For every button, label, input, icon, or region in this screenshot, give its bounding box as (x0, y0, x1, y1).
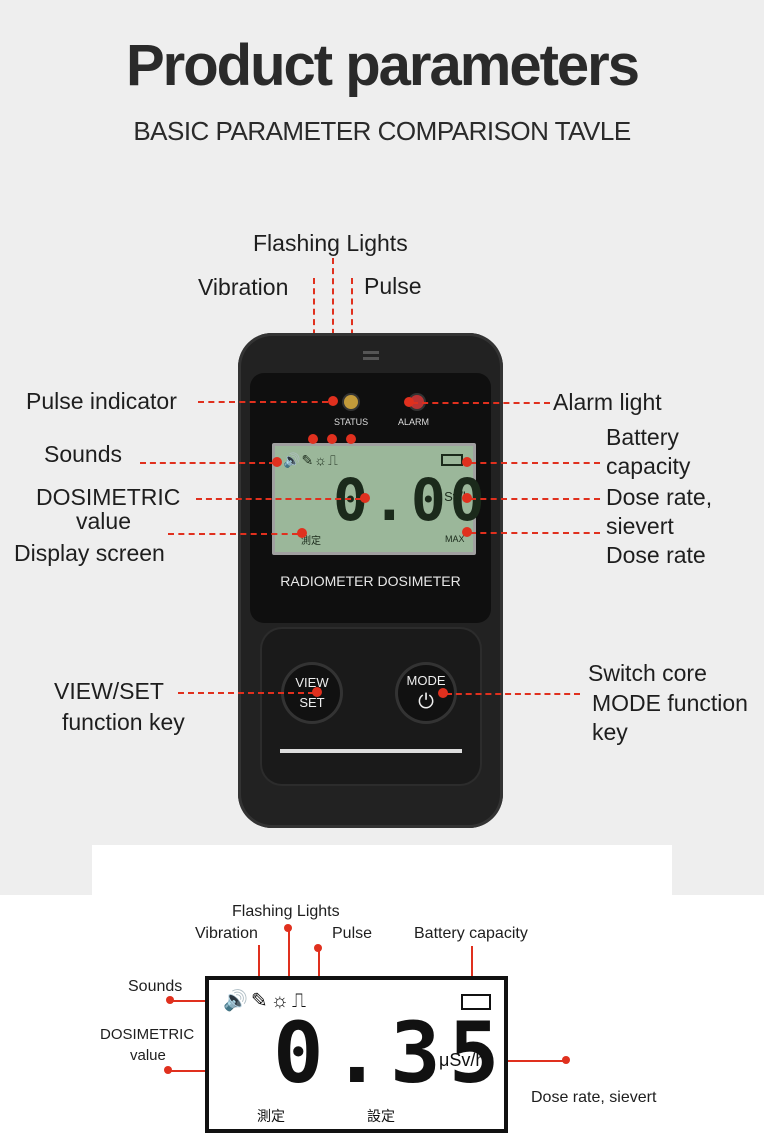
status-led (344, 395, 358, 409)
label-switch-3: key (592, 719, 628, 745)
vibration-icon: ✎ (301, 452, 315, 468)
label-display-screen: Display screen (14, 540, 165, 566)
line-dosimetric (196, 498, 361, 500)
dosimeter-device: STATUS ALARM 🔊✎☼⎍ 0.00 μ Sv/h 測定 MAX RAD… (238, 333, 503, 828)
label-switch-1: Switch core (588, 660, 707, 686)
dot-battery (462, 457, 472, 467)
label-dosimetric-2: value (76, 508, 131, 534)
dot-pulse (346, 434, 356, 444)
speaker-icon: 🔊 (283, 452, 302, 468)
label-alarm-light: Alarm light (553, 389, 662, 415)
white-panel (92, 845, 672, 905)
detail-line-battery (471, 946, 473, 986)
lcd-status-icons: 🔊✎☼⎍ (283, 452, 339, 469)
line-battery (470, 462, 600, 464)
label-dose-rate-sv-1: Dose rate, (606, 484, 713, 510)
label-flashing-lights: Flashing Lights (253, 230, 408, 256)
label-pulse-indicator: Pulse indicator (26, 388, 177, 414)
label-dosimetric-1: DOSIMETRIC (36, 484, 181, 510)
line-dose-rate-sv (470, 498, 600, 500)
dot-switch (438, 688, 448, 698)
mode-label: MODE (406, 673, 446, 688)
device-name: RADIOMETER DOSIMETER (280, 573, 461, 589)
detail-lcd: 🔊✎☼⎍ 0.35 μSv/h 測定 設定 (205, 976, 508, 1133)
status-label: STATUS (334, 417, 369, 427)
detail-lcd-mode-2: 設定 (367, 1108, 395, 1124)
label-vibration: Vibration (198, 274, 289, 300)
speaker-grille (363, 351, 379, 354)
detail-lcd-mode-1: 測定 (257, 1108, 285, 1124)
battery-icon (441, 454, 463, 466)
label-switch-2: MODE function (592, 690, 748, 716)
view-label: VIEW (295, 675, 329, 690)
detail-label-dosimetric-2: value (130, 1047, 166, 1064)
detail-label-dosimetric-1: DOSIMETRIC (100, 1026, 195, 1043)
label-battery-2: capacity (606, 453, 691, 479)
detail-line-flashing (288, 928, 290, 988)
dot-sounds (272, 457, 282, 467)
detail-label-sounds: Sounds (128, 978, 183, 995)
detail-line-dose-rate (500, 1060, 566, 1062)
detail-line-vibration (258, 945, 260, 997)
label-sounds: Sounds (44, 441, 123, 467)
dot-vibration (308, 434, 318, 444)
line-display-screen (168, 533, 298, 535)
label-pulse: Pulse (364, 273, 422, 299)
line-sounds (140, 462, 275, 464)
line-dose-rate (470, 532, 600, 534)
lcd-screen: 🔊✎☼⎍ 0.00 μ Sv/h 測定 MAX (272, 443, 485, 555)
button-panel: VIEW SET MODE ⏻ (262, 629, 480, 784)
detail-lcd-icons: 🔊✎☼⎍ (223, 988, 309, 1013)
speaker-icon: 🔊 (223, 990, 251, 1012)
dot-dose-rate-sv (462, 493, 472, 503)
detail-label-vibration: Vibration (195, 925, 258, 942)
pulse-icon: ⎍ (328, 452, 339, 468)
lcd-unit: μ Sv/h (433, 489, 471, 504)
detail-lcd-unit: μSv/h (439, 1050, 486, 1070)
label-dose-rate: Dose rate (606, 542, 706, 568)
dot-dosimetric (360, 493, 370, 503)
lcd-reading: 0.00 (333, 466, 489, 534)
detail-lcd-reading: 0.35 (273, 1004, 508, 1102)
lcd-mode: 測定 (301, 536, 321, 547)
power-icon: ⏻ (418, 691, 434, 713)
bottom-slot (280, 749, 462, 753)
detail-label-pulse: Pulse (332, 925, 373, 942)
set-label: SET (299, 695, 325, 710)
line-switch (446, 693, 580, 695)
detail-dot-sounds (166, 996, 174, 1004)
line-pulse-indicator (198, 401, 328, 403)
detail-label-flashing: Flashing Lights (232, 903, 340, 920)
detail-dot-dosimetric (164, 1066, 172, 1074)
pulse-icon: ⎍ (292, 990, 310, 1012)
line-alarm (412, 402, 550, 404)
detail-label-dose-rate: Dose rate, sievert (531, 1089, 657, 1106)
dot-display-screen (297, 528, 307, 538)
detail-line-pulse (318, 948, 320, 988)
detail-dot-dose-rate (562, 1056, 570, 1064)
dot-view-set (312, 687, 322, 697)
page-subtitle: BASIC PARAMETER COMPARISON TAVLE (133, 116, 631, 146)
label-view-set-1: VIEW/SET (54, 678, 164, 704)
alarm-label: ALARM (398, 417, 430, 427)
dot-dose-rate (462, 527, 472, 537)
flashing-light-icon: ☼ (270, 990, 293, 1012)
vibration-icon: ✎ (250, 990, 271, 1012)
flashing-light-icon: ☼ (314, 452, 329, 468)
dot-flashing (327, 434, 337, 444)
dot-alarm (404, 397, 414, 407)
detail-line-sounds (172, 1000, 216, 1002)
lcd-max: MAX (445, 534, 465, 544)
label-battery-1: Battery (606, 424, 679, 450)
label-view-set-2: function key (62, 709, 185, 735)
label-dose-rate-sv-2: sievert (606, 513, 674, 539)
detail-label-battery: Battery capacity (414, 925, 528, 942)
page-title: Product parameters (126, 33, 640, 98)
dot-pulse-indicator (328, 396, 338, 406)
battery-icon (461, 994, 491, 1010)
line-view-set (178, 692, 314, 694)
